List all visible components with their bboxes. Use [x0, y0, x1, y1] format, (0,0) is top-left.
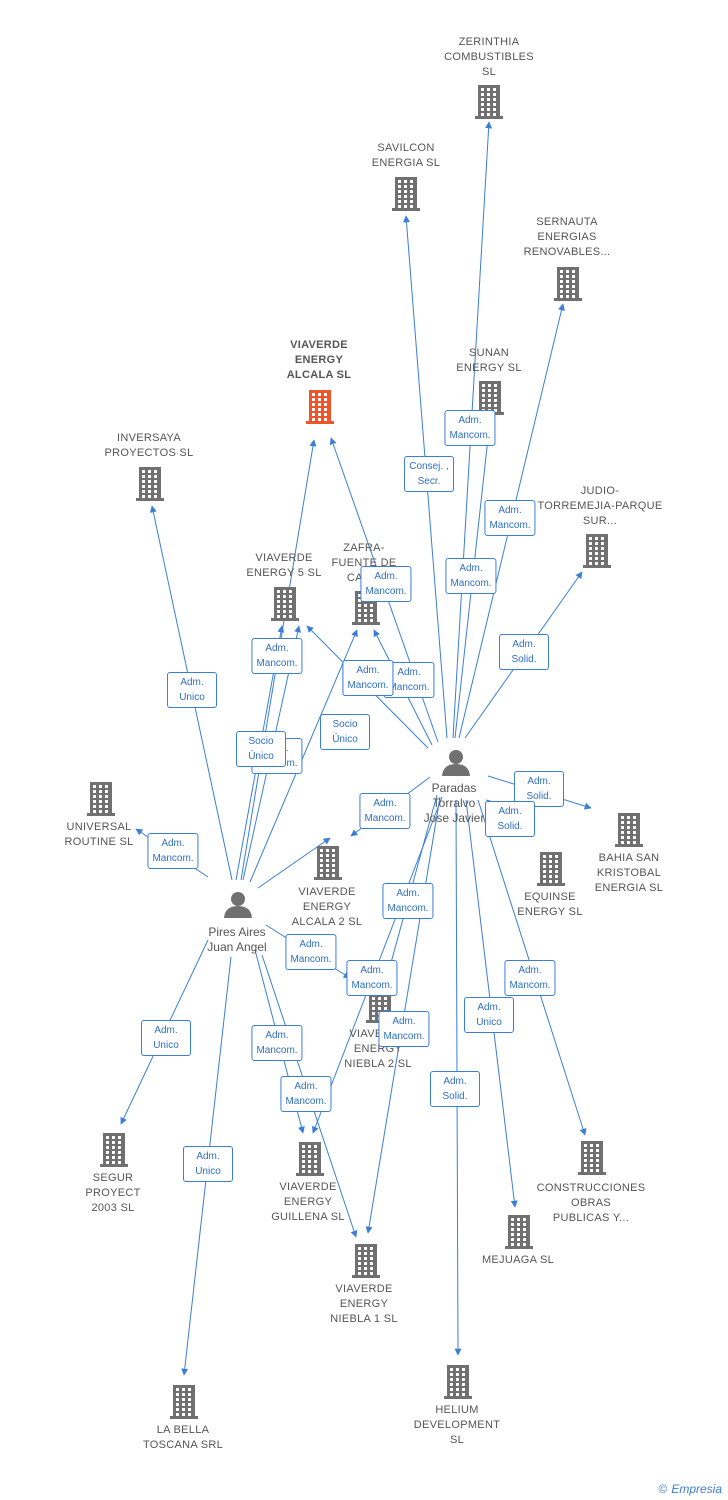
edge-pires-zafra	[249, 629, 358, 883]
pires-person-icon[interactable]	[224, 892, 252, 918]
edge-label-pires-zafra[interactable]: Adm. Mancom.	[342, 660, 394, 696]
helium-building-icon[interactable]	[444, 1365, 472, 1399]
edge-label-pires-viaverde_alcala2[interactable]: Socio Único	[320, 714, 370, 750]
node-label-zerinthia[interactable]: ZERINTHIA COMBUSTIBLES SL	[444, 36, 534, 78]
edge-label-paradas-zerinthia[interactable]: Adm. Mancom.	[444, 410, 496, 446]
node-label-equinse[interactable]: EQUINSE ENERGY SL	[517, 891, 583, 918]
node-label-pires[interactable]: Pires Aires Juan Angel	[207, 925, 267, 954]
node-label-viaverde-guillena[interactable]: VIAVERDE ENERGY GUILLENA SL	[271, 1181, 345, 1223]
node-label-universal[interactable]: UNIVERSAL ROUTINE SL	[64, 821, 134, 848]
edge-label-paradas-savilcon[interactable]: Consej. , Secr.	[404, 456, 454, 492]
edge-label-paradas-judio[interactable]: Adm. Solid.	[499, 634, 549, 670]
edge-label-paradas-mejuaga[interactable]: Adm. Unico	[464, 997, 514, 1033]
edge-label-pires-universal[interactable]: Adm. Mancom.	[147, 833, 199, 869]
node-label-segur[interactable]: SEGUR PROYECT 2003 SL	[85, 1172, 141, 1214]
edge-label-paradas-equinse[interactable]: Adm. Solid.	[485, 801, 535, 837]
edge-label-pires-la_bella[interactable]: Adm. Unico	[183, 1146, 233, 1182]
edge-label-pires-viaverde_guillena[interactable]: Adm. Mancom.	[251, 1025, 303, 1061]
judio-building-icon[interactable]	[583, 534, 611, 568]
node-label-sernauta[interactable]: SERNAUTA ENERGIAS RENOVABLES...	[523, 216, 611, 258]
edge-label-paradas-construcciones[interactable]: Adm. Mancom.	[504, 960, 556, 996]
sernauta-building-icon[interactable]	[554, 267, 582, 301]
edge-label-paradas-sernauta[interactable]: Adm. Mancom.	[484, 500, 536, 536]
edge-label-pires-viaverde5[interactable]: Adm. Mancom.	[251, 638, 303, 674]
node-label-construcciones[interactable]: CONSTRUCCIONES OBRAS PUBLICAS Y...	[536, 1182, 646, 1224]
edge-label-paradas-viaverde_guillena[interactable]: Adm. Mancom.	[346, 960, 398, 996]
node-label-sunan[interactable]: SUNAN ENERGY SL	[456, 347, 522, 374]
credit: ©Empresia	[658, 1482, 722, 1496]
savilcon-building-icon[interactable]	[392, 177, 420, 211]
universal-building-icon[interactable]	[87, 782, 115, 816]
node-label-viaverde-alcala2[interactable]: VIAVERDE ENERGY ALCALA 2 SL	[291, 886, 363, 928]
brand-name: Empresia	[671, 1482, 722, 1496]
zerinthia-building-icon[interactable]	[475, 85, 503, 119]
edge-label-paradas-sunan[interactable]: Adm. Mancom.	[445, 558, 497, 594]
edge-label-paradas-viaverde_alcala[interactable]: Adm. Mancom.	[360, 566, 412, 602]
inversaya-building-icon[interactable]	[136, 467, 164, 501]
la-bella-building-icon[interactable]	[170, 1385, 198, 1419]
viaverde-alcala2-building-icon[interactable]	[314, 846, 342, 880]
viaverde5-building-icon[interactable]	[271, 587, 299, 621]
edge-label-pires-viaverde5[interactable]: Socio Único	[236, 731, 286, 767]
edge-label-paradas-helium[interactable]: Adm. Solid.	[430, 1071, 480, 1107]
edge-label-paradas-viaverde_niebla2[interactable]: Adm. Mancom.	[382, 883, 434, 919]
equinse-building-icon[interactable]	[537, 852, 565, 886]
node-label-la-bella[interactable]: LA BELLA TOSCANA SRL	[142, 1424, 224, 1451]
node-label-bahia[interactable]: BAHIA SAN KRISTOBAL ENERGIA SL	[594, 852, 664, 894]
node-label-helium[interactable]: HELIUM DEVELOPMENT SL	[413, 1404, 501, 1446]
node-label-savilcon[interactable]: SAVILCON ENERGIA SL	[371, 142, 441, 169]
edge-label-paradas-viaverde_alcala2[interactable]: Adm. Mancom.	[359, 793, 411, 829]
node-label-inversaya[interactable]: INVERSAYA PROYECTOS SL	[104, 432, 194, 459]
node-label-paradas[interactable]: Paradas Torralvo Jose Javier	[423, 781, 485, 825]
paradas-person-icon[interactable]	[442, 750, 470, 776]
copyright-symbol: ©	[658, 1482, 668, 1496]
edge-label-paradas-viaverde_niebla1[interactable]: Adm. Mancom.	[378, 1011, 430, 1047]
node-label-judio[interactable]: JUDIO- TORREMEJIA-PARQUE SUR...	[537, 485, 663, 527]
node-label-viaverde-alcala[interactable]: VIAVERDE ENERGY ALCALA SL	[286, 339, 352, 381]
node-label-viaverde5[interactable]: VIAVERDE ENERGY 5 SL	[246, 552, 322, 579]
mejuaga-building-icon[interactable]	[505, 1215, 533, 1249]
bahia-building-icon[interactable]	[615, 813, 643, 847]
construcciones-building-icon[interactable]	[578, 1141, 606, 1175]
viaverde-alcala-building-icon[interactable]	[306, 390, 334, 424]
segur-building-icon[interactable]	[100, 1133, 128, 1167]
edge-label-pires-inversaya[interactable]: Adm. Unico	[167, 672, 217, 708]
node-label-viaverde-niebla1[interactable]: VIAVERDE ENERGY NIEBLA 1 SL	[330, 1283, 398, 1325]
edge-label-pires-segur[interactable]: Adm. Unico	[141, 1020, 191, 1056]
viaverde-guillena-building-icon[interactable]	[296, 1142, 324, 1176]
node-label-mejuaga[interactable]: MEJUAGA SL	[481, 1254, 555, 1266]
viaverde-niebla1-building-icon[interactable]	[352, 1244, 380, 1278]
edge-label-pires-viaverde_niebla1[interactable]: Adm. Mancom.	[280, 1076, 332, 1112]
edge-label-pires-viaverde_niebla2[interactable]: Adm. Mancom.	[285, 934, 337, 970]
